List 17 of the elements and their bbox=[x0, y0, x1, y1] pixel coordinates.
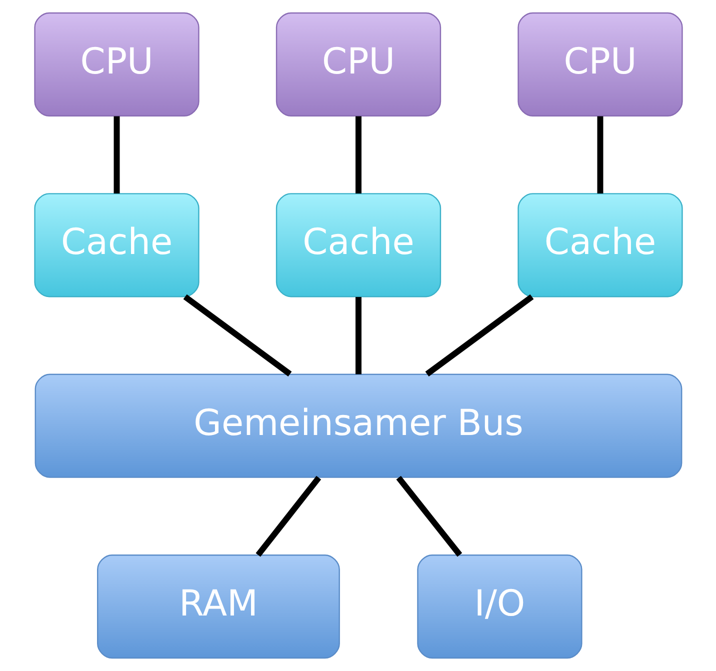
node-box: Cache bbox=[517, 193, 682, 298]
connector bbox=[424, 294, 534, 376]
node-box: Cache bbox=[34, 193, 199, 298]
node-box: Cache bbox=[275, 193, 441, 298]
node-box: CPU bbox=[34, 12, 199, 116]
connector bbox=[596, 116, 603, 194]
node-box: CPU bbox=[275, 12, 441, 116]
node-box: Gemeinsamer Bus bbox=[34, 374, 682, 478]
connector bbox=[355, 116, 361, 194]
connector bbox=[182, 294, 292, 376]
node-box: CPU bbox=[517, 12, 682, 116]
node-box: I/O bbox=[416, 554, 582, 659]
connector bbox=[396, 476, 462, 557]
connector bbox=[355, 296, 361, 374]
connector bbox=[113, 116, 120, 194]
connector bbox=[255, 476, 321, 557]
node-box: RAM bbox=[96, 554, 340, 659]
